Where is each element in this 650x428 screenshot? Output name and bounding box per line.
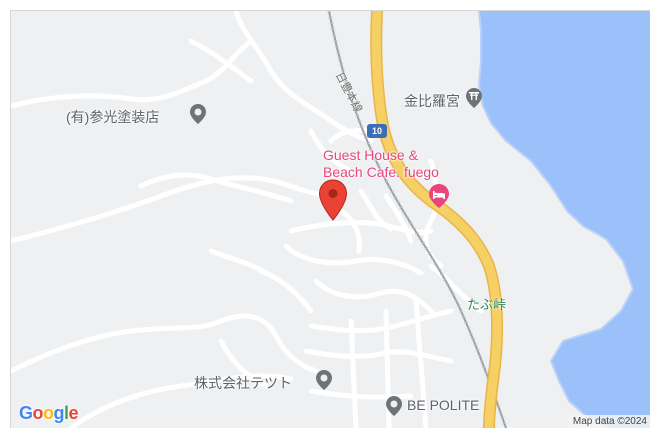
map-pin-icon[interactable] [315,369,333,391]
map-base-layer [11,11,650,428]
poi-label-paint-shop[interactable]: (有)参光塗装店 [66,109,160,125]
google-logo-letter: G [19,403,33,423]
poi-label-konpira[interactable]: 金比羅宮 [404,93,460,109]
hotel-label-line1: Guest House & [323,147,418,163]
map-pin-icon[interactable] [189,103,207,125]
google-logo-letter: e [68,403,79,423]
map-pin-icon[interactable] [385,395,403,417]
poi-label-be-polite[interactable]: BE POLITE [407,397,480,413]
google-logo-letter: g [53,403,65,423]
map-view[interactable]: 日豊本線 10 (有)参光塗装店 金比羅宮 Guest House & Beac… [10,10,650,428]
location-marker-icon[interactable] [318,179,348,221]
google-logo[interactable]: Google [19,403,79,424]
pass-label: たぶ峠 [467,297,507,312]
railway-line [328,11,507,428]
minor-roads [11,11,484,428]
highway-10 [371,11,502,428]
google-logo-letter: o [32,403,44,423]
hotel-label[interactable]: Guest House & Beach Cafe. fuego [323,147,439,181]
route-shield-10: 10 [367,124,387,138]
google-logo-letter: l [64,403,69,423]
shrine-pin-icon[interactable] [465,87,483,109]
google-logo-letter: o [43,403,54,423]
poi-label-company[interactable]: 株式会社テツト [194,375,292,391]
map-attribution[interactable]: Map data ©2024 [568,415,650,428]
hotel-label-line2: Beach Cafe. fuego [323,164,439,180]
bed-icon[interactable] [428,183,450,209]
